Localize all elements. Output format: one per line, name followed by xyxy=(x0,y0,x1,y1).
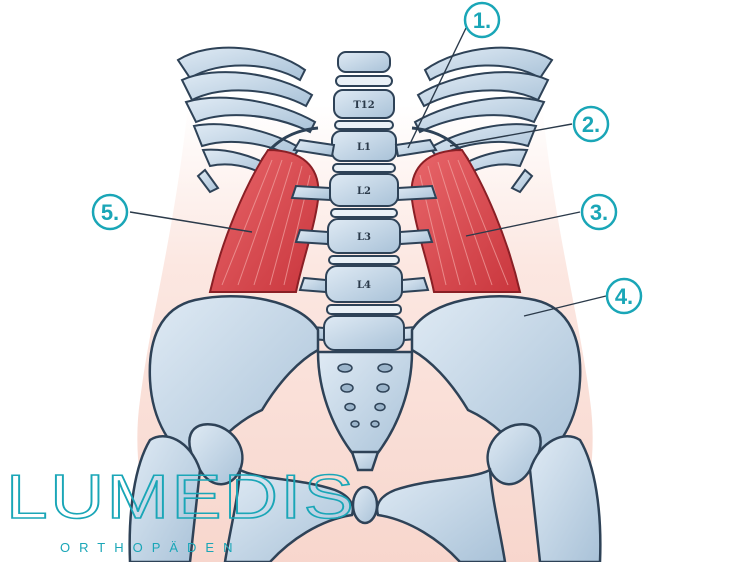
iliac-wing-right xyxy=(410,295,582,472)
pubic-symphysis xyxy=(351,485,379,525)
quadratus-lumborum-right xyxy=(410,148,522,293)
pubic-rami-right xyxy=(376,468,507,562)
vertebra-label-t12: T12 xyxy=(353,100,374,111)
coccyx xyxy=(350,450,380,472)
svg-text:4.: 4. xyxy=(615,284,633,309)
pubic-rami-left xyxy=(223,468,354,562)
pelvis xyxy=(128,295,602,562)
svg-text:3.: 3. xyxy=(590,200,608,225)
lumedis-logo: LUMEDIS ORTHOPÄDEN xyxy=(5,462,356,555)
callout-5: 5. xyxy=(91,193,129,231)
svg-text:5.: 5. xyxy=(101,200,119,225)
vertebra-label-l1: L1 xyxy=(357,142,371,153)
hip-joint-right xyxy=(486,422,542,486)
iliac-wing-left xyxy=(148,295,320,472)
callout-3: 3. xyxy=(580,193,618,231)
quadratus-lumborum-left xyxy=(208,148,320,293)
callout-2: 2. xyxy=(572,105,610,143)
callout-1: 1. xyxy=(463,1,501,39)
leader-lines xyxy=(129,27,607,317)
svg-text:1.: 1. xyxy=(473,8,491,33)
hip-joint-left xyxy=(188,422,244,486)
logo-brand: LUMEDIS xyxy=(6,463,356,532)
vertebra-label-l2: L2 xyxy=(357,186,371,197)
svg-text:2.: 2. xyxy=(582,112,600,137)
logo-tagline: ORTHOPÄDEN xyxy=(60,540,242,555)
vertebra-label-l3: L3 xyxy=(357,232,371,243)
spine xyxy=(290,51,438,351)
vertebra-label-l4: L4 xyxy=(357,280,371,291)
callout-4: 4. xyxy=(605,277,643,315)
rib-cage-left xyxy=(176,46,317,194)
sacral-foramina xyxy=(337,363,393,428)
